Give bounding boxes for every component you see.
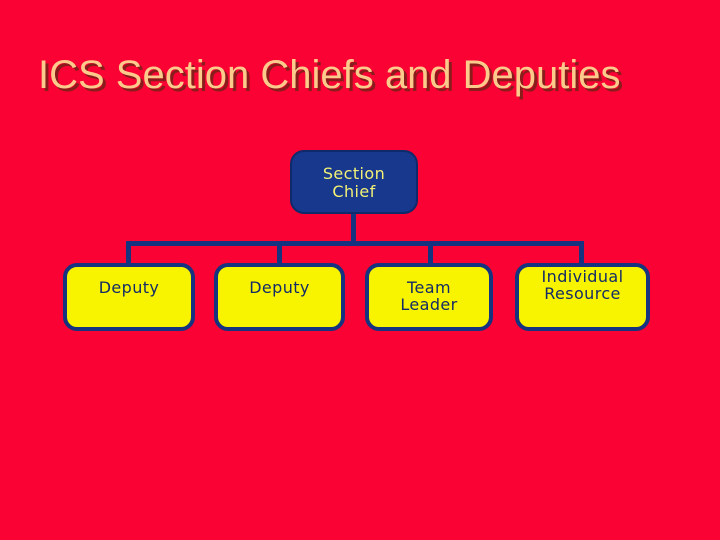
org-node-section-chief: Section Chief: [290, 150, 418, 214]
org-node-label-line: Leader: [400, 295, 458, 314]
connector-drop-team-leader: [428, 241, 433, 264]
org-node-label-line: Team: [407, 278, 451, 297]
connector-horizontal-bar: [126, 241, 584, 246]
org-node-label-line: Individual: [541, 267, 624, 286]
org-node-label-line: Chief: [332, 182, 376, 201]
connector-drop-deputy-1: [126, 241, 131, 264]
org-node-deputy-2: Deputy: [214, 263, 345, 331]
connector-drop-individual-resource: [579, 241, 584, 264]
org-node-label-line: Section: [322, 164, 386, 183]
org-node-label-line: Deputy: [98, 278, 160, 297]
org-node-label-line: Resource: [544, 284, 621, 303]
org-node-individual-resource: Individual Resource: [515, 263, 650, 331]
org-node-team-leader: Team Leader: [365, 263, 493, 331]
connector-drop-deputy-2: [277, 241, 282, 264]
connector-root-stub: [351, 213, 356, 244]
org-node-label-line: Deputy: [249, 278, 310, 297]
slide-title: ICS Section Chiefs and Deputies: [38, 53, 621, 97]
org-node-deputy-1: Deputy: [63, 263, 195, 331]
